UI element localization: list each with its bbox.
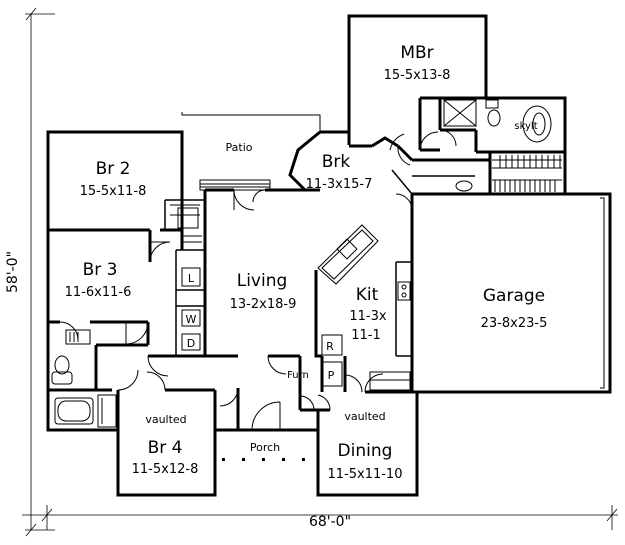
- garage-name: Garage: [483, 286, 545, 306]
- kit-name: Kit: [356, 285, 379, 305]
- living-size: 13-2x18-9: [230, 297, 297, 312]
- br2-name: Br 2: [96, 159, 131, 179]
- br3-size: 11-6x11-6: [65, 285, 132, 300]
- br3-name: Br 3: [83, 260, 118, 280]
- brk-name: Brk: [322, 152, 351, 172]
- small-labels: Patio Porch skylt Furn vaulted vaulted L…: [145, 121, 537, 454]
- br4-size: 11-5x12-8: [132, 462, 199, 477]
- garage-size: 23-8x23-5: [481, 316, 548, 331]
- porch-posts: [222, 458, 305, 461]
- skylight-label: skylt: [514, 121, 537, 132]
- br4-name: Br 4: [148, 438, 183, 458]
- vaulted-right-label: vaulted: [344, 410, 385, 423]
- furnace-label: Furn: [287, 370, 309, 381]
- mbr-name: MBr: [400, 43, 433, 63]
- width-dimension: 68'-0": [309, 514, 351, 530]
- depth-dimension: 58'-0": [5, 251, 21, 293]
- room-labels: MBr 15-5x13-8 Br 2 15-5x11-8 Br 3 11-6x1…: [65, 43, 548, 482]
- exterior-walls: [46, 14, 612, 497]
- interior-walls: [48, 96, 565, 430]
- brk-size: 11-3x15-7: [306, 177, 373, 192]
- living-name: Living: [237, 271, 288, 291]
- vaulted-left-label: vaulted: [145, 413, 186, 426]
- dining-size: 11-5x11-10: [328, 467, 403, 482]
- kit-size-2: 11-1: [351, 328, 381, 343]
- dimension-lines: [22, 7, 618, 537]
- laundry-l-label: L: [188, 272, 195, 285]
- closet-hatching: [492, 155, 562, 192]
- pantry-label: P: [328, 369, 335, 382]
- patio-label: Patio: [226, 141, 253, 154]
- dryer-label: D: [187, 337, 195, 350]
- kit-size-1: 11-3x: [349, 309, 387, 324]
- mbr-size: 15-5x13-8: [384, 68, 451, 83]
- dining-name: Dining: [338, 441, 393, 461]
- br2-size: 15-5x11-8: [80, 184, 147, 199]
- fridge-label: R: [326, 340, 334, 353]
- washer-label: W: [186, 313, 197, 326]
- porch-label: Porch: [250, 441, 280, 454]
- fixtures: [51, 99, 605, 461]
